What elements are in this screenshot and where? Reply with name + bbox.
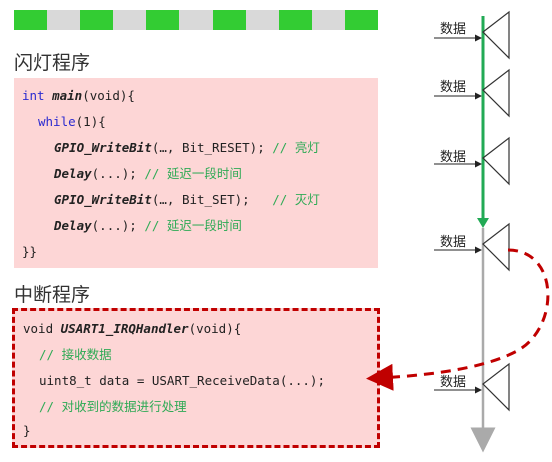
code-line-delay-1: Delay(...); // 延迟一段时间	[54, 166, 242, 181]
stripe-cell	[80, 10, 114, 30]
code-line-delay-2: Delay(...); // 延迟一段时间	[54, 218, 242, 233]
stripe-cell	[113, 10, 147, 30]
stripe-cell	[14, 10, 48, 30]
stripe-cell	[146, 10, 180, 30]
stripe-cell	[212, 10, 246, 30]
blink-program-title: 闪灯程序	[14, 52, 91, 74]
code-line-process-comment: // 对收到的数据进行处理	[39, 399, 187, 414]
data-label-4: 数据	[440, 235, 467, 250]
interrupt-arrow	[366, 248, 550, 391]
timeline-main-arrowhead	[477, 218, 489, 228]
data-label-5: 数据	[440, 375, 467, 390]
stripe-cell	[245, 10, 279, 30]
code-line-receive-comment: // 接收数据	[39, 347, 112, 362]
code-line-led-off: GPIO_WriteBit(…, Bit_SET); // 灭灯	[54, 192, 320, 207]
blink-code-block: int main(void){ while(1){ GPIO_WriteBit(…	[14, 78, 378, 268]
stripe-cell	[179, 10, 213, 30]
timing-stripe	[14, 10, 379, 30]
code-line-while: while(1){	[38, 114, 106, 129]
stripe-cell	[311, 10, 345, 30]
data-pulse-marker	[482, 68, 510, 118]
code-line-main: int main(void){	[22, 88, 135, 103]
stripe-cell	[344, 10, 379, 30]
stripe-cell	[47, 10, 81, 30]
code-line-receive: uint8_t data = USART_ReceiveData(...);	[39, 373, 325, 388]
code-line-handler: void USART1_IRQHandler(void){	[23, 321, 242, 336]
data-pulse-marker	[482, 222, 510, 272]
data-label-3: 数据	[440, 150, 467, 165]
data-pulse-marker	[482, 362, 510, 412]
data-pulse-marker	[482, 10, 510, 60]
data-label-1: 数据	[440, 22, 467, 37]
stripe-cell	[278, 10, 312, 30]
code-line-handler-close: }	[23, 423, 31, 438]
data-pulse-marker	[482, 136, 510, 186]
code-line-close: }}	[22, 244, 38, 259]
code-line-led-on: GPIO_WriteBit(…, Bit_RESET); // 亮灯	[54, 140, 320, 155]
data-label-2: 数据	[440, 80, 467, 95]
interrupt-program-title: 中断程序	[14, 284, 91, 306]
